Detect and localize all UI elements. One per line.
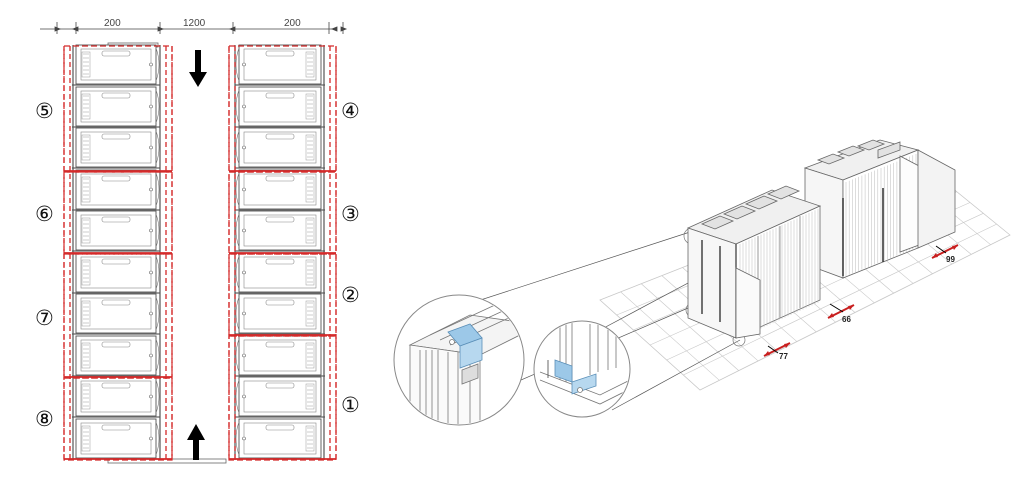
containment-zones bbox=[63, 45, 337, 461]
rack-unit bbox=[235, 418, 325, 460]
svg-text:②: ② bbox=[341, 284, 360, 307]
rack-unit bbox=[235, 293, 325, 335]
zone-label-1: ① bbox=[341, 394, 360, 417]
zone-label-6: ⑥ bbox=[35, 203, 54, 226]
zone-label-3: ③ bbox=[341, 203, 360, 226]
measurement-99: 99 bbox=[931, 244, 959, 264]
svg-text:⑧: ⑧ bbox=[35, 408, 54, 431]
rack-unit bbox=[72, 127, 160, 169]
rack-unit bbox=[72, 418, 160, 460]
zone-label-5: ⑤ bbox=[35, 100, 54, 123]
measurement-77: 77 bbox=[763, 342, 791, 361]
zone-outline-right bbox=[228, 253, 337, 337]
cabinet-group-rear bbox=[803, 139, 956, 279]
dimension-lines bbox=[40, 22, 348, 34]
rack-unit bbox=[72, 293, 160, 335]
rack-unit bbox=[72, 169, 160, 211]
rack-unit bbox=[235, 210, 325, 252]
detail-circle-top-bracket bbox=[393, 294, 525, 426]
cabinet-group-front bbox=[686, 185, 822, 339]
detail-circle-bottom-bracket bbox=[533, 320, 631, 418]
rack-unit bbox=[235, 86, 325, 128]
svg-text:①: ① bbox=[341, 394, 360, 417]
rack-unit bbox=[72, 44, 160, 86]
svg-text:③: ③ bbox=[341, 203, 360, 226]
right-rack-row bbox=[234, 44, 325, 460]
zone-outline-left bbox=[63, 253, 173, 379]
zone-outline-right bbox=[228, 171, 337, 255]
rack-unit bbox=[235, 127, 325, 169]
airflow-arrow-down bbox=[189, 50, 207, 87]
dim-left-label: 200 bbox=[104, 18, 121, 29]
floor-grid-line bbox=[683, 223, 997, 376]
zone-label-2: ② bbox=[341, 284, 360, 307]
rack-unit bbox=[235, 376, 325, 418]
measurement-66: 66 bbox=[827, 303, 855, 324]
rack-unit bbox=[235, 335, 325, 377]
zone-label-7: ⑦ bbox=[35, 307, 54, 330]
svg-text:⑤: ⑤ bbox=[35, 100, 54, 123]
airflow-arrow-up bbox=[187, 424, 205, 460]
svg-text:⑦: ⑦ bbox=[35, 307, 54, 330]
rack-unit bbox=[72, 86, 160, 128]
rack-unit bbox=[235, 252, 325, 294]
zone-outline-right bbox=[228, 335, 337, 461]
svg-text:77: 77 bbox=[779, 352, 788, 361]
zone-label-4: ④ bbox=[341, 100, 360, 123]
rack-unit bbox=[72, 335, 160, 377]
dim-center-label: 1200 bbox=[183, 18, 206, 29]
rack-unit bbox=[72, 376, 160, 418]
aisle-plan: 200 1200 200 ⑤ ④ ⑥ ③ ⑦ bbox=[35, 18, 360, 464]
rack-unit bbox=[235, 44, 325, 86]
svg-text:⑥: ⑥ bbox=[35, 203, 54, 226]
rack-unit bbox=[72, 210, 160, 252]
svg-text:99: 99 bbox=[946, 255, 955, 264]
svg-text:④: ④ bbox=[341, 100, 360, 123]
rack-unit bbox=[72, 252, 160, 294]
svg-text:66: 66 bbox=[842, 315, 851, 324]
left-rack-row bbox=[72, 44, 161, 460]
zone-outline-left bbox=[63, 377, 173, 461]
rack-unit bbox=[235, 169, 325, 211]
zone-label-8: ⑧ bbox=[35, 408, 54, 431]
isometric-view: 77 66 99 bbox=[393, 139, 1011, 426]
dim-right-label: 200 bbox=[284, 18, 301, 29]
